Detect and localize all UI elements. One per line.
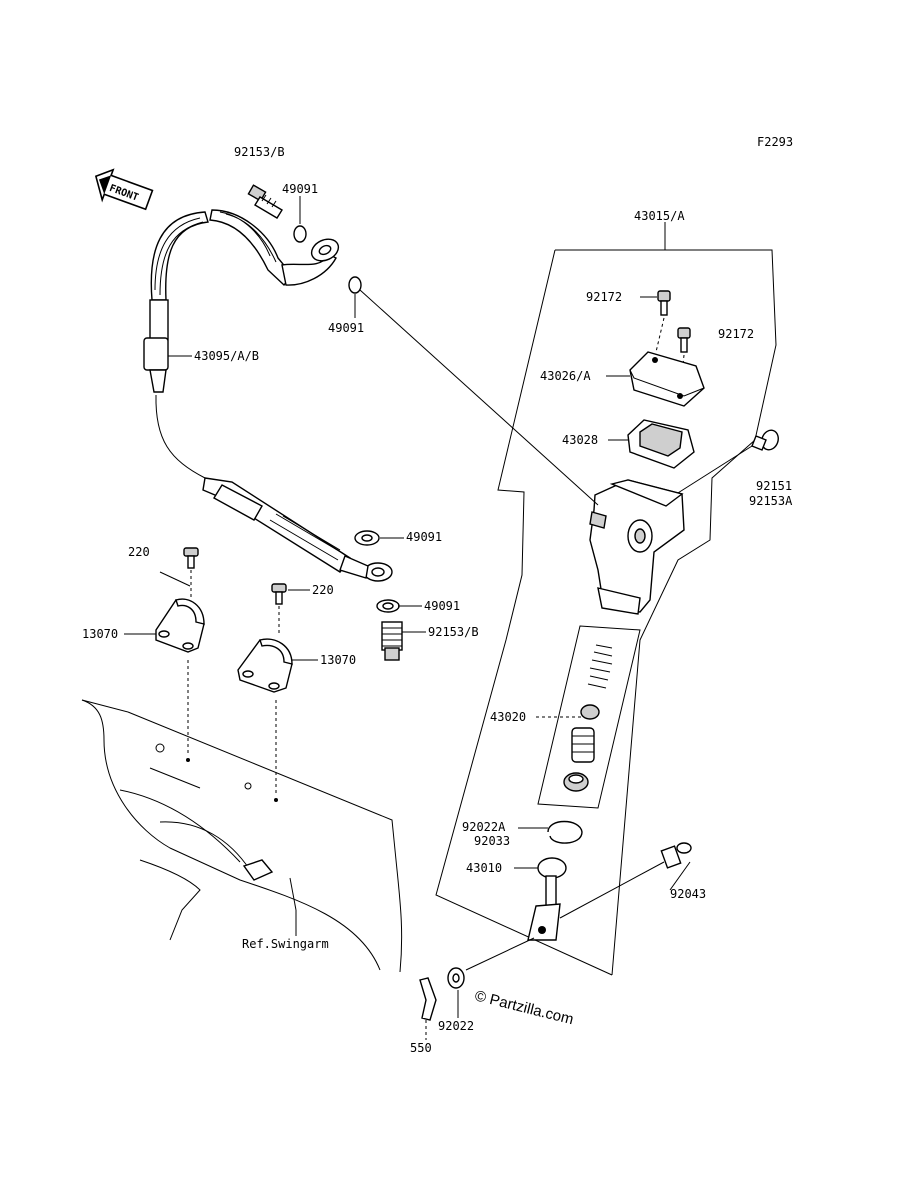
label-92043: 92043 — [670, 887, 706, 901]
label-92151: 92151 — [756, 479, 792, 493]
label-43095: 43095/A/B — [194, 349, 259, 363]
hose-clamp-a — [155, 547, 205, 756]
label-49091-c: 49091 — [406, 530, 442, 544]
label-92172-b: 92172 — [718, 327, 754, 341]
swingarm — [81, 699, 403, 973]
label-49091-a: 49091 — [282, 182, 318, 196]
watermark: © Partzilla.com — [473, 987, 575, 1028]
label-92153b-bottom: 92153/B — [428, 625, 479, 639]
circlip — [547, 820, 583, 844]
label-ref-swingarm: Ref.Swingarm — [242, 937, 329, 951]
washer-upper-a — [293, 225, 307, 243]
hose-clamp-b — [237, 583, 293, 796]
label-220-b: 220 — [312, 583, 334, 597]
label-43010: 43010 — [466, 861, 502, 875]
banjo-bolt-upper — [247, 184, 283, 219]
screw-92151 — [669, 429, 779, 499]
label-13070-a: 13070 — [82, 627, 118, 641]
label-92153a: 92153A — [749, 494, 793, 508]
piston-seal — [563, 772, 589, 792]
screw-92172-a — [655, 290, 671, 353]
label-92022: 92022 — [438, 1019, 474, 1033]
banjo-bolt-lower — [381, 621, 403, 661]
assembly-frame — [435, 249, 777, 976]
reservoir-diaphragm — [627, 419, 695, 469]
label-43028: 43028 — [562, 433, 598, 447]
washer-upper-b — [348, 276, 362, 294]
label-43015: 43015/A — [634, 209, 685, 223]
front-arrow-icon: FRONT — [94, 168, 154, 211]
label-92172-a: 92172 — [586, 290, 622, 304]
label-43026: 43026/A — [540, 369, 591, 383]
reservoir-cap — [629, 351, 705, 407]
piston-cup — [580, 704, 600, 720]
piston — [571, 727, 595, 763]
label-49091-d: 49091 — [424, 599, 460, 613]
label-92022a: 92022A — [462, 820, 506, 834]
label-92033: 92033 — [474, 834, 510, 848]
clevis-pin — [559, 842, 692, 919]
piston-kit-frame — [537, 625, 641, 809]
label-220-a: 220 — [128, 545, 150, 559]
label-49091-b: 49091 — [328, 321, 364, 335]
diagram-code: F2293 — [757, 135, 793, 149]
pushrod-clevis — [527, 857, 567, 941]
master-cylinder-body — [589, 479, 685, 615]
brake-hose-assembly — [143, 209, 393, 582]
cotter-pin — [419, 977, 437, 1040]
piston-spring — [587, 644, 613, 689]
label-13070-b: 13070 — [320, 653, 356, 667]
label-92153b-top: 92153/B — [234, 145, 285, 159]
label-43020: 43020 — [490, 710, 526, 724]
label-550: 550 — [410, 1041, 432, 1055]
